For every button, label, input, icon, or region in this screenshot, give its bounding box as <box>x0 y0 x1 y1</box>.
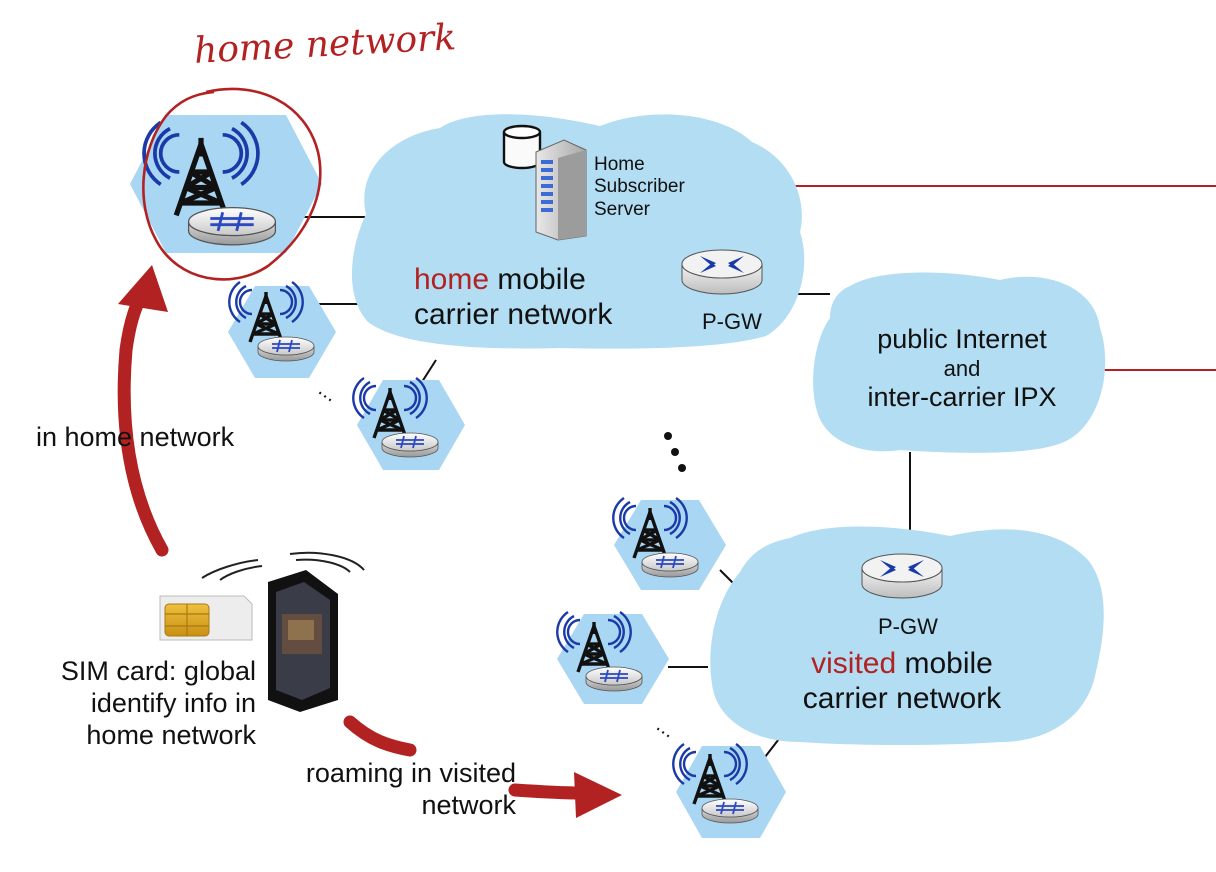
database-icon <box>502 124 542 170</box>
visited-network-label: visited mobile carrier network <box>752 646 1052 717</box>
pgw-home-label: P-GW <box>702 309 762 334</box>
hss-line-1: Home <box>594 154 645 175</box>
roaming-arrowhead <box>574 772 622 818</box>
visited-carrier-cloud <box>710 526 1104 745</box>
hss-line-2: Subscriber <box>594 176 685 198</box>
signal-waves-icon <box>201 551 365 581</box>
sim-line-2: identify info in <box>90 687 256 718</box>
home-line-2: carrier network <box>414 298 613 332</box>
internet-line-1: public Internet <box>877 324 1047 354</box>
internet-line-3: inter-carrier IPX <box>867 381 1057 412</box>
internet-cloud <box>813 272 1106 453</box>
home-pgw-router-icon <box>681 249 763 295</box>
visited-rest: mobile <box>896 647 993 680</box>
roaming-line-1: roaming in visited <box>305 758 516 788</box>
roaming-line-2: network <box>421 789 516 820</box>
home-highlight: home <box>414 263 490 296</box>
roaming-label: roaming in visited network <box>258 758 516 822</box>
sim-line-3: home network <box>86 719 256 750</box>
visited-highlight: visited <box>811 647 897 680</box>
smartphone-icon <box>268 570 338 712</box>
sim-line-1: SIM card: global <box>60 656 256 686</box>
visited-pgw-router-icon <box>861 553 943 599</box>
pgw-visited-label: P-GW <box>878 614 938 639</box>
home-network-label: home mobile carrier network <box>414 262 612 333</box>
more-networks-dots <box>664 432 686 472</box>
hss-label: Home Subscriber Server <box>594 154 685 221</box>
server-icon <box>535 139 587 241</box>
internet-label: public Internet and inter-carrier IPX <box>832 324 1092 414</box>
hss-line-3: Server <box>594 198 650 220</box>
in-home-arrow <box>117 288 169 557</box>
home-network-highlight-circle <box>142 87 322 281</box>
visited-line-2: carrier network <box>802 682 1002 716</box>
sim-card-icon <box>159 595 253 641</box>
internet-line-2: and <box>943 355 981 381</box>
home-rest: mobile <box>489 263 586 296</box>
in-home-network-label: in home network <box>36 422 235 452</box>
in-home-arrowhead <box>118 265 168 312</box>
sim-card-label: SIM card: global identify info in home n… <box>20 656 256 752</box>
